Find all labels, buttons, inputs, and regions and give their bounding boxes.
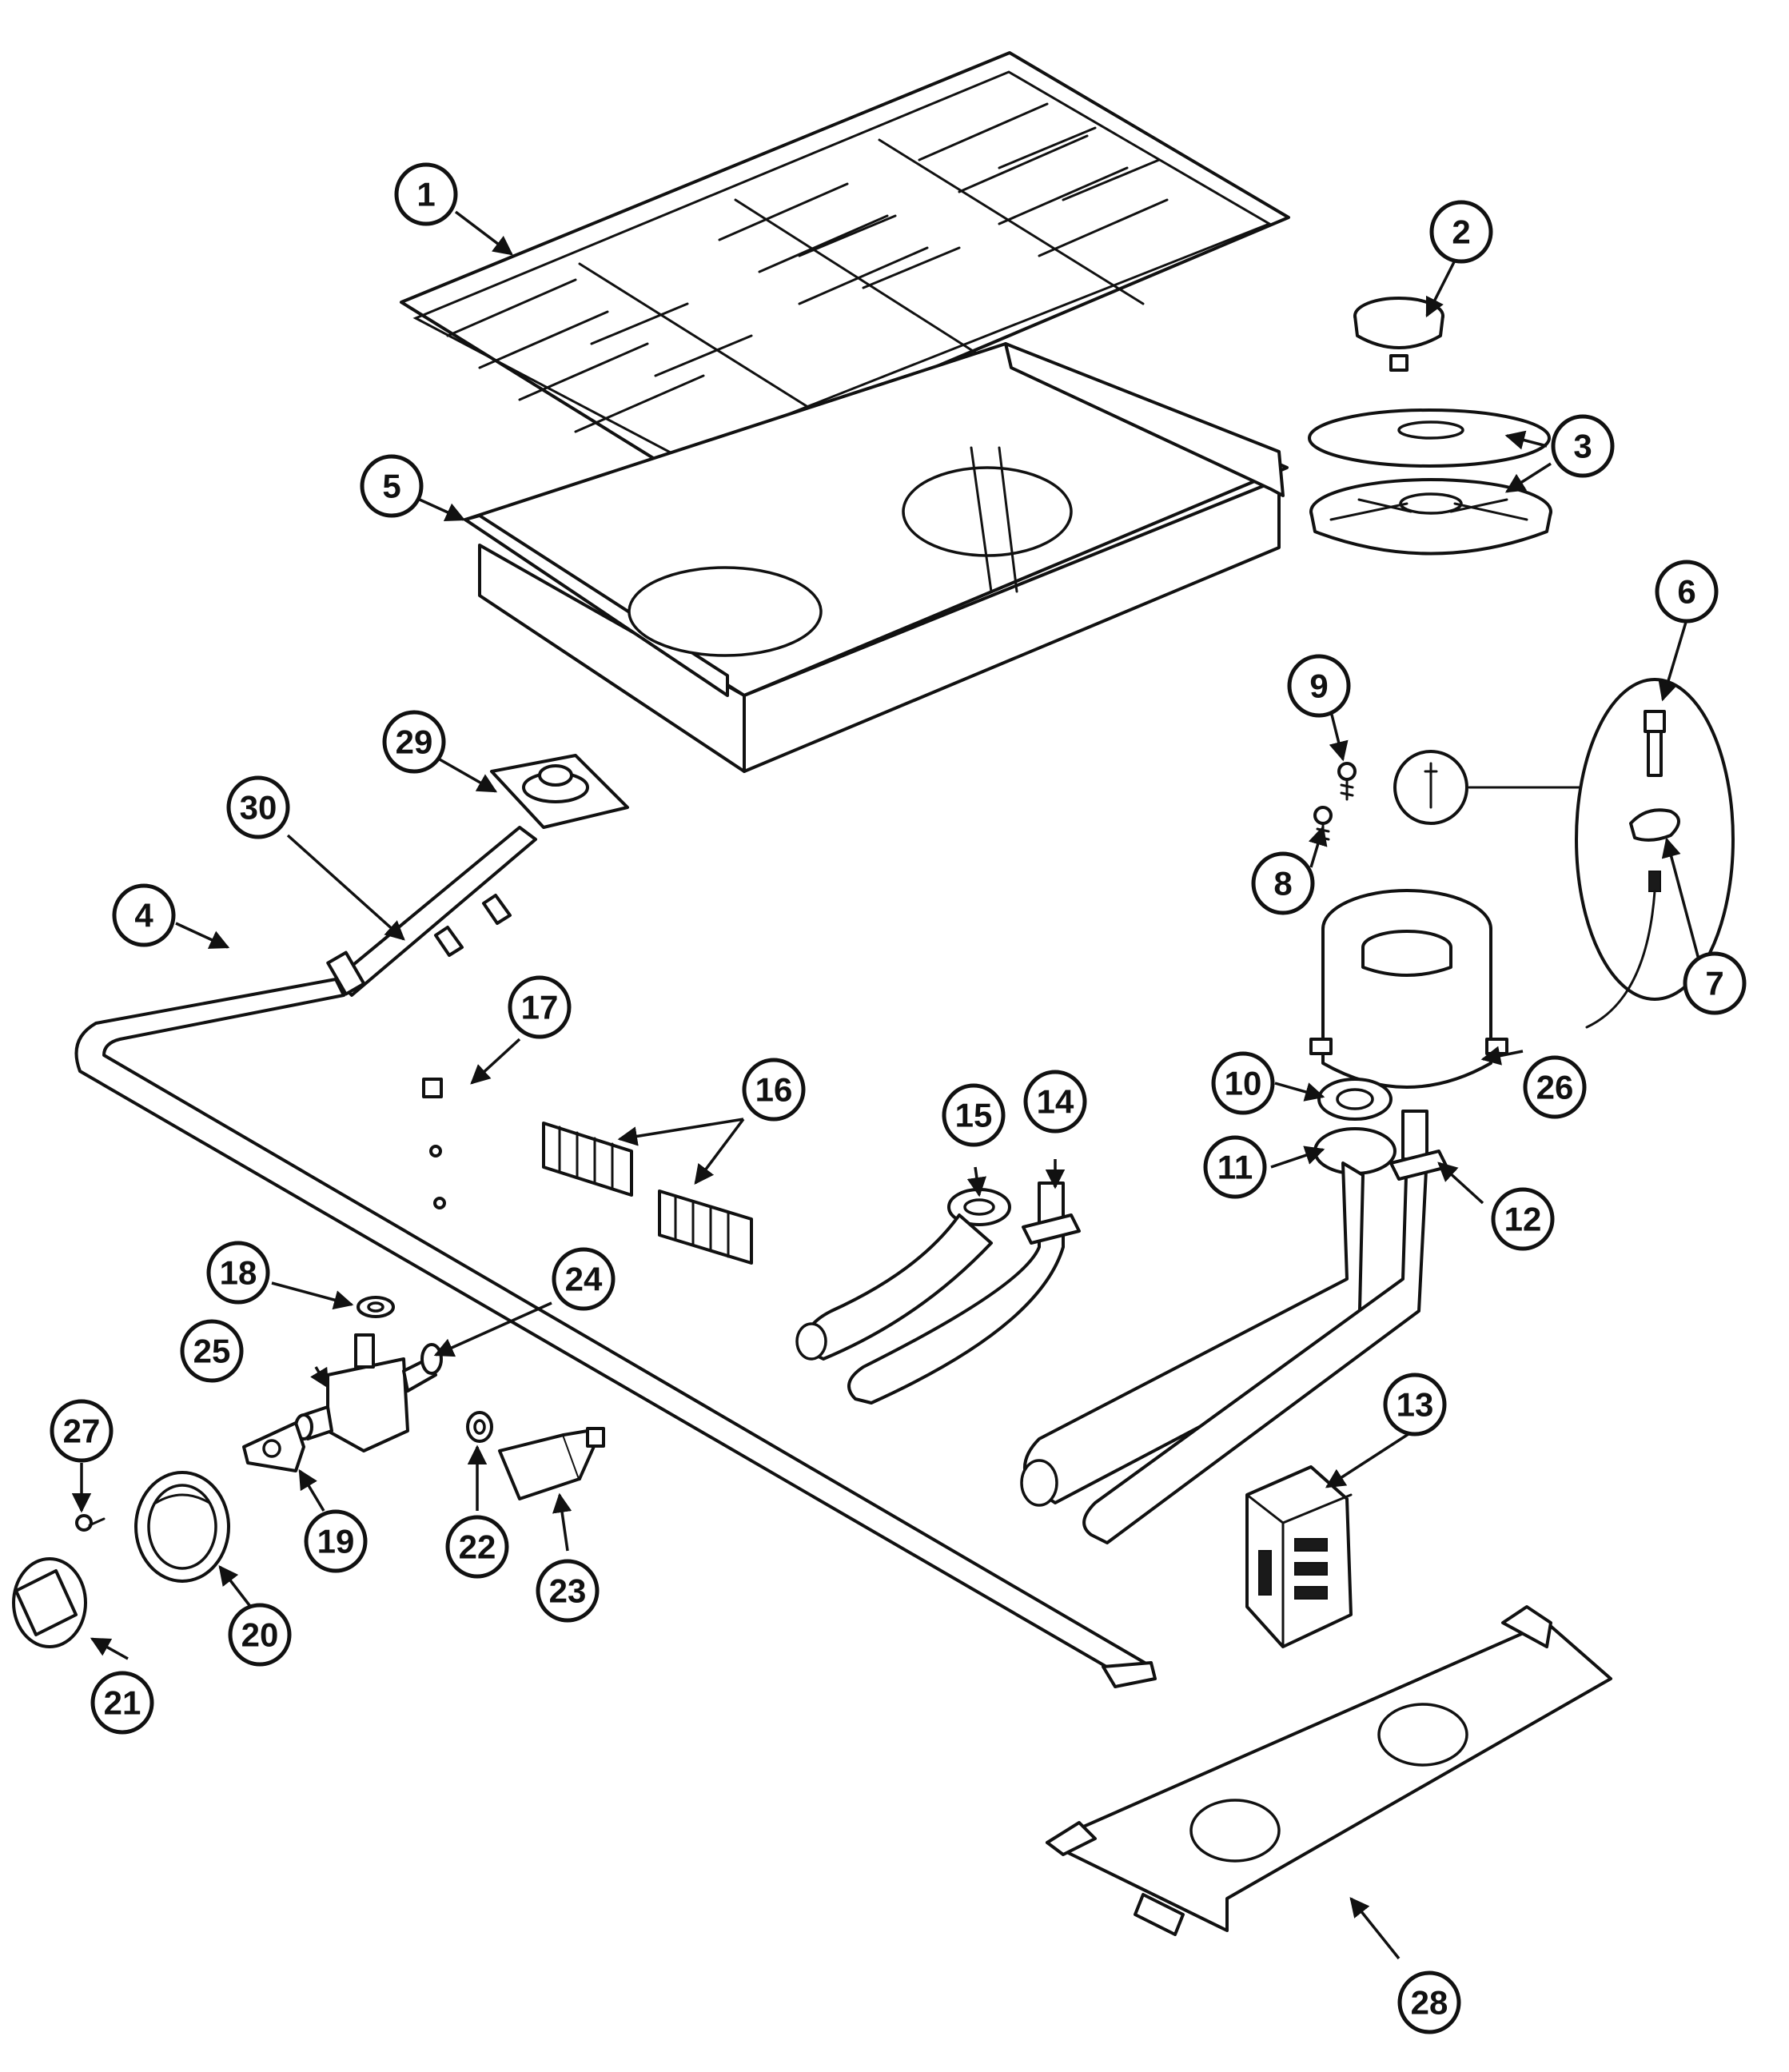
- callout-3: 3: [1551, 414, 1615, 478]
- burner-base-26: [1309, 889, 1508, 1089]
- callout-label: 20: [241, 1616, 279, 1654]
- ignitor-switch: [466, 1411, 605, 1500]
- callout-6: 6: [1655, 560, 1719, 624]
- callout-30: 30: [226, 775, 290, 839]
- gas-manifold: [74, 754, 1157, 1688]
- callout-label: 10: [1225, 1065, 1262, 1102]
- callout-24: 24: [552, 1247, 616, 1311]
- callout-1: 1: [394, 162, 458, 226]
- callout-label: 9: [1309, 667, 1328, 705]
- callout-label: 24: [565, 1261, 603, 1298]
- burner-head: [1308, 408, 1552, 556]
- electrode-inset: [1393, 678, 1735, 1029]
- burner-box: [464, 342, 1289, 773]
- callout-label: 8: [1273, 865, 1292, 903]
- callout-label: 2: [1452, 213, 1470, 251]
- callout-9: 9: [1287, 654, 1351, 718]
- callout-15: 15: [942, 1083, 1006, 1147]
- callout-label: 25: [193, 1333, 231, 1370]
- callout-23: 23: [536, 1559, 600, 1623]
- callout-label: 22: [459, 1528, 496, 1566]
- callout-4: 4: [112, 883, 176, 947]
- callout-14: 14: [1023, 1070, 1087, 1134]
- callout-label: 26: [1536, 1069, 1574, 1106]
- callout-label: 12: [1504, 1201, 1542, 1238]
- callout-26: 26: [1523, 1055, 1587, 1119]
- callout-2: 2: [1429, 200, 1493, 264]
- callout-16: 16: [742, 1058, 806, 1122]
- callout-label: 21: [104, 1684, 141, 1722]
- callout-29: 29: [382, 710, 446, 774]
- callout-label: 23: [549, 1572, 587, 1610]
- callout-12: 12: [1491, 1187, 1555, 1251]
- callout-28: 28: [1397, 1970, 1461, 2034]
- callout-label: 18: [220, 1254, 257, 1292]
- callout-13: 13: [1383, 1373, 1447, 1436]
- spark-module: [1245, 1465, 1353, 1648]
- callout-label: 17: [521, 989, 559, 1026]
- callout-27: 27: [50, 1399, 114, 1463]
- callout-21: 21: [90, 1671, 154, 1735]
- callout-5: 5: [360, 454, 424, 518]
- control-knob-parts: [12, 1471, 230, 1648]
- left-burner-tube: [795, 1181, 1081, 1405]
- callout-label: 19: [317, 1523, 355, 1560]
- callout-label: 5: [382, 468, 400, 505]
- callout-label: 1: [416, 176, 435, 213]
- callout-label: 11: [1217, 1149, 1253, 1186]
- callout-label: 14: [1037, 1083, 1074, 1121]
- callout-label: 13: [1397, 1386, 1434, 1424]
- callout-label: 30: [240, 789, 277, 827]
- valve-assembly: [242, 1296, 443, 1472]
- callout-label: 29: [396, 723, 433, 761]
- callout-18: 18: [206, 1241, 270, 1305]
- callout-10: 10: [1211, 1051, 1275, 1115]
- callout-25: 25: [180, 1319, 244, 1383]
- callout-leaders: [71, 210, 1700, 1960]
- terminal-blocks: [422, 1078, 753, 1265]
- callout-11: 11: [1203, 1135, 1267, 1199]
- callout-label: 28: [1411, 1984, 1448, 2022]
- callout-label: 3: [1573, 428, 1592, 465]
- heat-shield: [1046, 1605, 1612, 1936]
- callout-8: 8: [1251, 851, 1315, 915]
- callout-22: 22: [445, 1515, 509, 1579]
- callout-20: 20: [228, 1603, 292, 1667]
- callout-label: 4: [134, 897, 153, 934]
- right-burner-tube: [1020, 1078, 1448, 1544]
- callout-17: 17: [508, 975, 572, 1039]
- callout-label: 27: [63, 1413, 101, 1450]
- callout-label: 6: [1677, 573, 1695, 611]
- callout-label: 7: [1705, 965, 1723, 1002]
- burner-grate: [400, 51, 1290, 476]
- callout-label: 16: [755, 1071, 793, 1109]
- callout-label: 15: [955, 1097, 993, 1134]
- callout-7: 7: [1683, 951, 1747, 1015]
- callout-19: 19: [304, 1509, 368, 1573]
